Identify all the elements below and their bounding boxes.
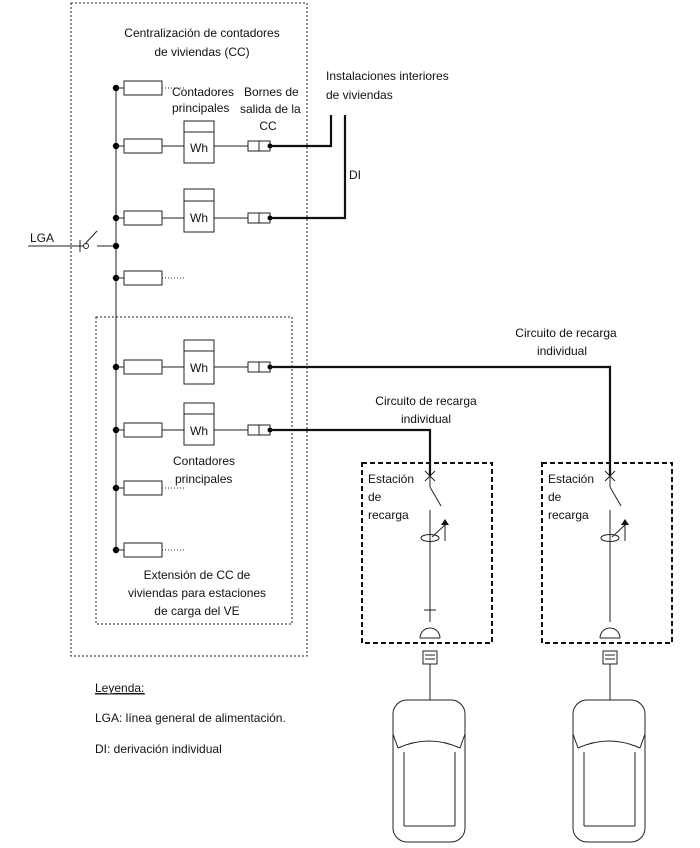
svg-text:Wh: Wh <box>190 211 208 225</box>
svg-text:Wh: Wh <box>190 141 208 155</box>
interior-installations-2: de viviendas <box>326 88 393 102</box>
interior-installations-1: Instalaciones interiores <box>326 69 449 83</box>
svg-text:recarga: recarga <box>548 508 589 522</box>
meter-wh: Wh <box>183 339 215 385</box>
spare-fuse <box>123 480 163 496</box>
cc-title-line-2: de viviendas (CC) <box>154 45 249 59</box>
svg-text:de: de <box>368 490 382 504</box>
junction-dot <box>112 242 120 250</box>
fuse <box>123 422 163 438</box>
charging-station-left: Estación de recarga <box>361 462 493 644</box>
extension-enclosure <box>95 316 293 625</box>
fuse <box>123 359 163 375</box>
main-switch-contact <box>83 243 89 249</box>
recharge-circuit-left-line <box>270 428 432 476</box>
lga-label: LGA <box>30 231 54 245</box>
recharge-circuit-right-1: Circuito de recarga <box>515 326 617 340</box>
di-label: DI <box>349 168 361 182</box>
recharge-circuit-left-1: Circuito de recarga <box>375 394 477 408</box>
output-terminals-3: CC <box>259 119 277 133</box>
output-terminals-2: salida de la <box>240 102 301 116</box>
svg-text:Wh: Wh <box>190 424 208 438</box>
di-line-1 <box>270 115 333 148</box>
extension-2: viviendas para estaciones <box>128 586 266 600</box>
cc-title-line-1: Centralización de contadores <box>124 26 279 40</box>
cc-enclosure <box>70 2 308 657</box>
output-terminals-1: Bornes de <box>244 85 299 99</box>
vehicle-right <box>572 650 646 843</box>
meter-wh: Wh <box>183 188 215 233</box>
fuse <box>123 138 163 154</box>
charging-station-right: Estación de recarga <box>541 462 673 644</box>
svg-text:de: de <box>548 490 562 504</box>
output-terminal <box>247 424 273 436</box>
legend-di: DI: derivación individual <box>95 742 222 756</box>
svg-text:Wh: Wh <box>190 361 208 375</box>
spare-fuse <box>123 542 163 558</box>
output-terminal <box>247 212 273 224</box>
legend-lga: LGA: línea general de alimentación. <box>95 711 286 725</box>
main-meters-top-2: principales <box>172 101 229 115</box>
main-meters-top-1: Contadores <box>172 85 234 99</box>
svg-text:Estación: Estación <box>368 472 414 486</box>
recharge-circuit-right-line <box>270 365 612 476</box>
vehicle-left <box>392 650 466 843</box>
fuse <box>123 210 163 226</box>
meter-wh: Wh <box>183 402 215 446</box>
legend-title: Leyenda: <box>95 681 144 695</box>
svg-text:recarga: recarga <box>368 508 409 522</box>
recharge-circuit-left-2: individual <box>401 412 451 426</box>
main-meters-bottom-2: principales <box>175 472 232 486</box>
di-line-2 <box>270 115 347 220</box>
extension-1: Extensión de CC de <box>144 568 251 582</box>
svg-text:Estación: Estación <box>548 472 594 486</box>
output-terminal <box>247 140 273 152</box>
extension-3: de carga del VE <box>154 604 239 618</box>
spare-fuse <box>123 80 163 96</box>
meter-wh: Wh <box>183 120 215 164</box>
main-meters-bottom-1: Contadores <box>173 454 235 468</box>
recharge-circuit-right-2: individual <box>537 344 587 358</box>
output-terminal <box>247 361 273 373</box>
spare-fuse <box>123 270 163 286</box>
